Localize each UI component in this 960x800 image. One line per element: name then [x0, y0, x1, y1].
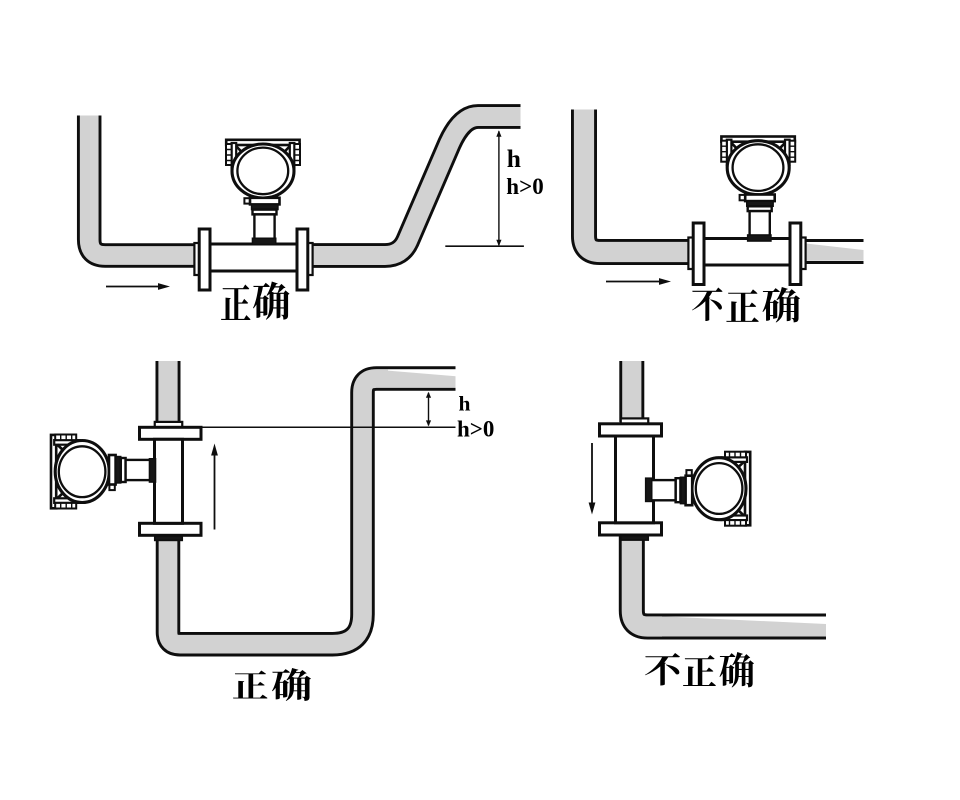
svg-text:h>0: h>0 [457, 416, 494, 441]
svg-text:h: h [507, 144, 521, 173]
svg-text:h>0: h>0 [506, 174, 543, 199]
svg-text:h: h [459, 391, 471, 415]
